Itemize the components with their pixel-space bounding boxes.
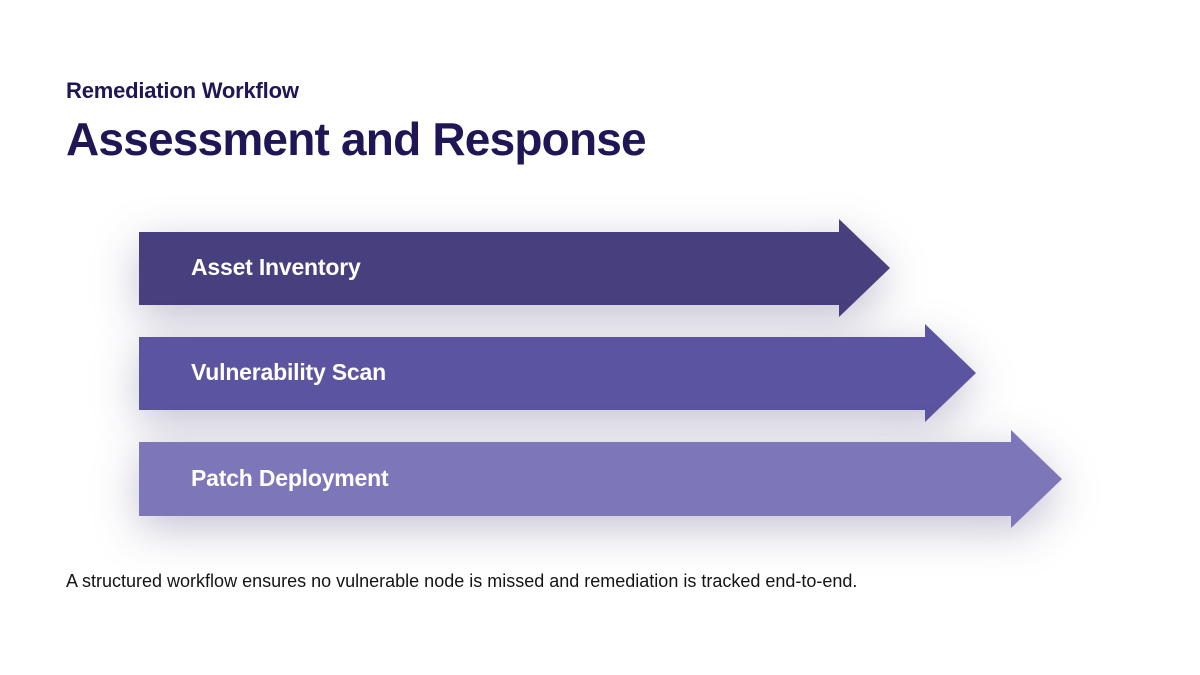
step-label: Patch Deployment	[191, 465, 389, 491]
step-label: Vulnerability Scan	[191, 359, 386, 385]
step-arrow-patch-deployment: Patch Deployment	[139, 430, 1062, 528]
arrow-shape	[139, 219, 890, 317]
step-arrow-asset-inventory: Asset Inventory	[139, 219, 890, 317]
caption-text: A structured workflow ensures no vulnera…	[66, 571, 858, 591]
section-eyebrow: Remediation Workflow	[66, 78, 299, 103]
page-title: Assessment and Response	[66, 113, 647, 165]
arrow-shape	[139, 430, 1062, 528]
step-arrow-vulnerability-scan: Vulnerability Scan	[139, 324, 976, 422]
arrow-shape	[139, 324, 976, 422]
step-label: Asset Inventory	[191, 254, 361, 280]
